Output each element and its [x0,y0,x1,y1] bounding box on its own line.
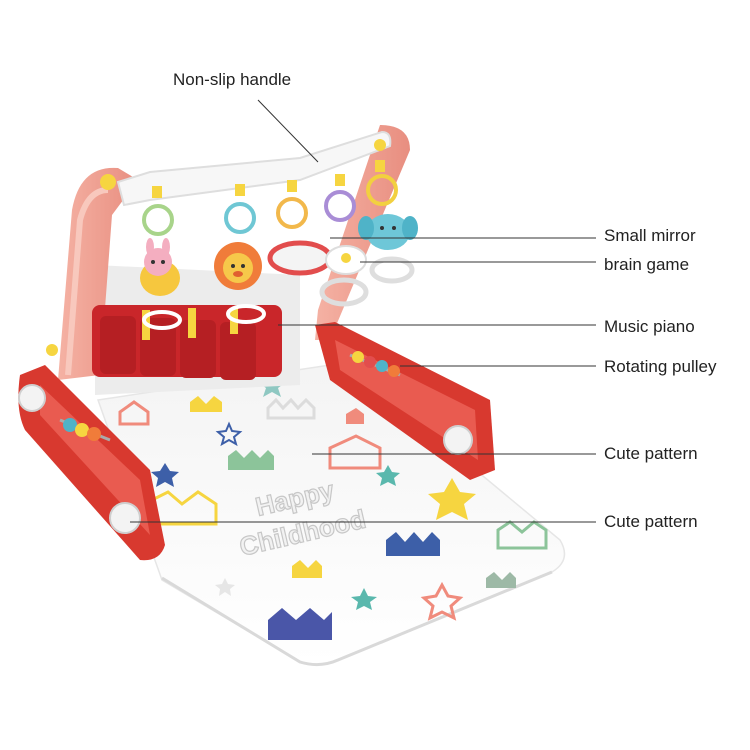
hanging-ring[interactable] [366,174,398,206]
crown-shape [496,520,548,550]
hanging-ring[interactable] [224,202,256,234]
hanging-ring[interactable] [142,204,174,236]
crown-shape [486,572,516,588]
star-shape [376,465,400,486]
piano-key[interactable] [220,322,256,380]
callout-small-mirror: Small mirror [604,226,696,245]
callout-line-handle [257,99,319,163]
crown-shape [386,532,440,556]
callout-non-slip-handle: Non-slip handle [173,70,292,89]
crown-shape [190,396,222,412]
rabbit-toy[interactable] [140,238,180,296]
piano-key[interactable] [100,316,136,374]
play-mat [96,364,566,667]
callout-rotating-pulley: Rotating pulley [604,357,717,376]
callout-lines [130,99,596,523]
hanging-ring[interactable] [324,190,356,222]
hanging-ring[interactable] [276,197,308,229]
house-shape [328,434,382,470]
wheel [443,425,473,455]
star-shape [420,581,464,621]
wheel [109,502,141,534]
arch-knob [46,344,58,356]
crown-shape [266,397,316,420]
small-mirror[interactable] [267,240,333,276]
callout-brain-game: brain game [604,255,690,274]
rotating-pulley-right[interactable] [349,351,401,377]
star-shape [151,463,179,487]
wheel [18,384,46,412]
brain-game-toy[interactable] [319,245,415,307]
callout-cute-pattern-1: Cute pattern [604,444,698,463]
elephant-toy[interactable] [358,214,418,250]
arch-knob [374,139,386,151]
non-slip-handle[interactable] [116,130,392,207]
star-shape [351,588,377,610]
rotating-pulley-left[interactable] [59,418,111,442]
left-side-rail [18,365,166,561]
music-piano[interactable] [92,304,282,380]
crown-shape [228,450,274,470]
star-shape [215,578,235,596]
crown-shape [150,490,218,526]
right-side-rail [315,322,495,480]
callout-cute-pattern-2: Cute pattern [604,512,698,531]
star-shape [215,421,243,447]
arch-knob [100,174,116,190]
lion-toy[interactable] [214,242,262,290]
piano-key[interactable] [180,320,216,378]
hanging-toys [140,160,418,307]
crown-shape [292,560,322,578]
callout-music-piano: Music piano [604,317,695,336]
crown-shape [268,608,332,640]
crown-shape [346,408,364,424]
star-shape [428,478,476,520]
heart-shape [118,400,150,426]
